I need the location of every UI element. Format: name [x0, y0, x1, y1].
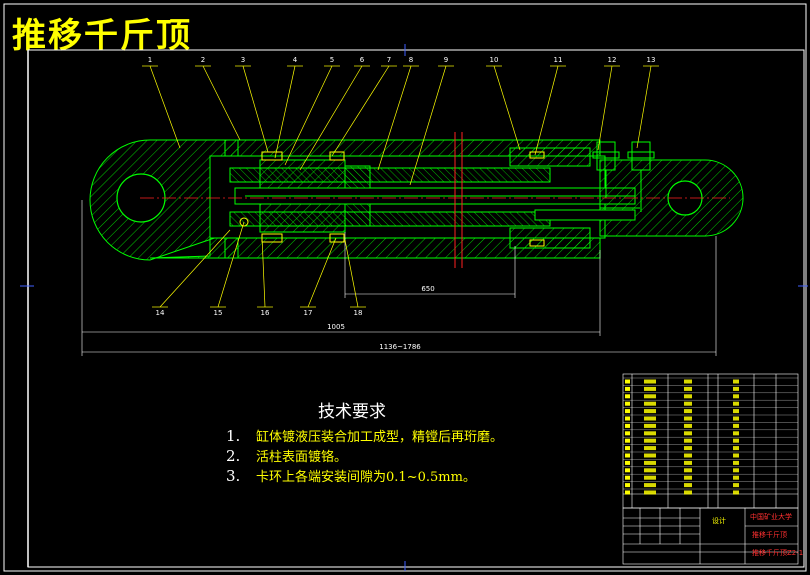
title-block-drawing-name: 推移千斤顶 [752, 531, 787, 539]
inner-frame [27, 49, 805, 568]
title-block-drawing-no: 推移千斤顶Z2-1 [752, 549, 804, 557]
balloon-4: 4 [293, 56, 298, 64]
title-block [622, 507, 799, 565]
balloon-16: 16 [261, 309, 270, 317]
balloon-12: 12 [608, 56, 617, 64]
balloon-17: 17 [304, 309, 313, 317]
title-block-school: 中国矿业大学 [750, 513, 792, 521]
balloon-7: 7 [387, 56, 391, 64]
requirement-item: 1.缸体镀液压装合加工成型，精镗后再珩磨。 [226, 427, 504, 445]
balloon-9: 9 [444, 56, 448, 64]
guide-sleeve-top [509, 147, 591, 167]
requirement-item: 2.活柱表面镀铬。 [226, 447, 348, 465]
requirements-heading: 技术要求 [318, 402, 386, 422]
dimension-stroke: 650 [421, 285, 434, 293]
balloon-3: 3 [241, 56, 245, 64]
requirement-item: 3.卡环上各端安装间隙为0.1~0.5mm。 [226, 467, 476, 485]
balloon-18: 18 [354, 309, 363, 317]
balloon-2: 2 [201, 56, 205, 64]
guide-sleeve-bottom [509, 227, 591, 249]
balloon-8: 8 [409, 56, 413, 64]
balloon-1: 1 [148, 56, 152, 64]
balloon-15: 15 [214, 309, 223, 317]
balloon-13: 13 [647, 56, 656, 64]
dimension-range: 1136~1786 [379, 343, 421, 351]
balloon-5: 5 [330, 56, 334, 64]
dimension-lines [81, 200, 717, 356]
balloon-14: 14 [156, 309, 165, 317]
drawing-title: 推移千斤顶 [12, 16, 192, 56]
balloon-6: 6 [360, 56, 365, 64]
title-block-design: 设计 [712, 517, 726, 525]
balloon-11: 11 [554, 56, 563, 64]
balloon-10: 10 [490, 56, 499, 64]
dimension-retracted: 1005 [327, 323, 345, 331]
